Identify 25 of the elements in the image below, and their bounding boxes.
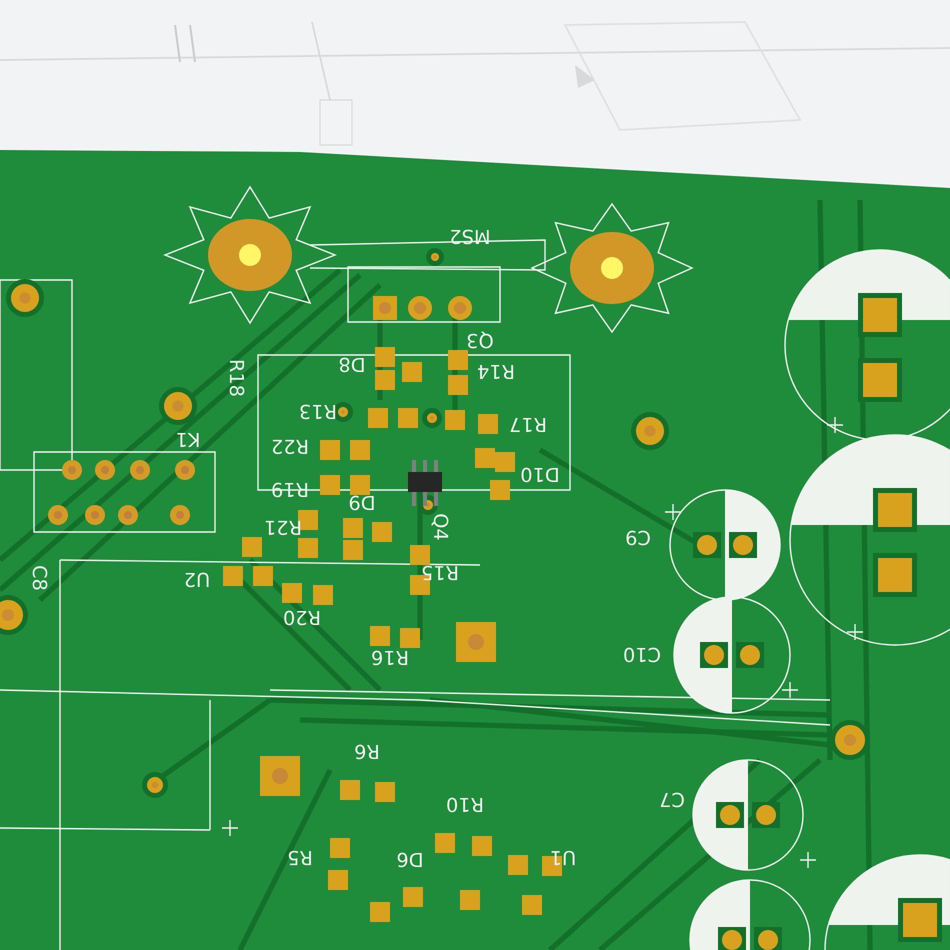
component-designator: C8 bbox=[32, 566, 48, 590]
component-designator: K1 bbox=[177, 432, 199, 448]
component-designator: R15 bbox=[422, 566, 458, 580]
component-designator: D8 bbox=[340, 358, 364, 372]
component-designator: D10 bbox=[522, 468, 558, 482]
component-designator: C10 bbox=[624, 648, 660, 662]
component-designator: R22 bbox=[272, 440, 308, 454]
component-designator: D6 bbox=[398, 852, 422, 868]
component-designator: C7 bbox=[660, 792, 684, 808]
component-designator: R16 bbox=[372, 650, 408, 666]
component-designator: Q4 bbox=[432, 514, 448, 540]
component-designator: D9 bbox=[350, 496, 374, 510]
component-designator: R14 bbox=[478, 364, 514, 380]
component-designator: U1 bbox=[552, 850, 575, 866]
component-designator: R6 bbox=[355, 744, 378, 760]
component-designator: U2 bbox=[186, 572, 209, 588]
component-designator: R20 bbox=[284, 610, 320, 626]
component-designator: C9 bbox=[626, 530, 650, 546]
component-designator: R13 bbox=[300, 404, 336, 420]
component-designator: R5 bbox=[288, 850, 311, 866]
component-designator: R17 bbox=[510, 418, 546, 432]
component-designator: R10 bbox=[447, 798, 482, 812]
component-designator: R21 bbox=[266, 520, 300, 536]
component-designator: R18 bbox=[230, 360, 244, 396]
component-designator: Q3 bbox=[468, 332, 493, 348]
